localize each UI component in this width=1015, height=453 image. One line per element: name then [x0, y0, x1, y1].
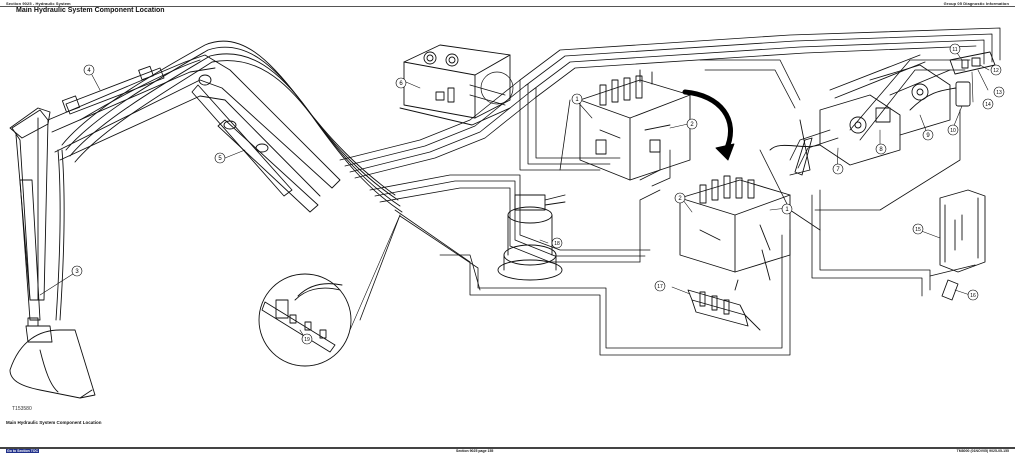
callout-2-lower: 2 — [674, 192, 686, 204]
callout-13: 13 — [993, 86, 1005, 98]
swing-motor — [497, 194, 566, 281]
callout-7: 7 — [832, 163, 844, 175]
boom-arm-assembly — [9, 40, 403, 399]
callout-leaders — [39, 49, 990, 339]
callout-14: 14 — [982, 98, 994, 110]
footer-divider — [0, 447, 1015, 449]
callout-1-lower: 1 — [781, 203, 793, 215]
callout-18: 18 — [551, 237, 563, 249]
figure-caption: Main Hydraulic System Component Location — [6, 420, 102, 425]
hydraulic-system-diagram: 1 2 3 4 5 6 7 8 9 10 11 12 13 14 15 16 1… — [9, 27, 1005, 399]
svg-text:2: 2 — [678, 196, 682, 202]
svg-text:10: 10 — [950, 128, 956, 134]
callout-6: 6 — [395, 77, 407, 89]
svg-text:6: 6 — [399, 81, 403, 87]
svg-text:13: 13 — [996, 90, 1002, 96]
svg-text:2: 2 — [690, 122, 694, 128]
page-title: Main Hydraulic System Component Location — [16, 7, 165, 14]
svg-text:9: 9 — [926, 133, 930, 139]
header-divider — [0, 6, 1015, 7]
control-valve-lower — [679, 175, 791, 281]
callout-15: 15 — [912, 223, 924, 235]
callout-17: 17 — [654, 280, 666, 292]
callout-12: 12 — [990, 64, 1002, 76]
svg-text:4: 4 — [87, 68, 91, 74]
header-section-label: Section 9025 - Hydraulic System — [6, 1, 71, 6]
callout-5: 5 — [214, 152, 226, 164]
svg-text:7: 7 — [836, 167, 840, 173]
svg-text:16: 16 — [970, 293, 976, 299]
callout-8: 8 — [875, 143, 887, 155]
svg-text:11: 11 — [952, 47, 957, 53]
footer-doc-label: TM8000 (01NOV05) 9025-05-155 — [956, 449, 1009, 453]
svg-text:15: 15 — [915, 227, 921, 233]
figure-reference: T153580 — [12, 406, 32, 412]
callout-16: 16 — [967, 289, 979, 301]
callout-3: 3 — [71, 265, 83, 277]
callout-10: 10 — [947, 124, 959, 136]
svg-text:17: 17 — [657, 284, 663, 290]
svg-text:19: 19 — [304, 337, 310, 343]
callout-19: 19 — [301, 333, 313, 345]
svg-text:14: 14 — [985, 102, 991, 108]
svg-text:1: 1 — [785, 207, 789, 213]
callout-bubbles: 1 2 3 4 5 6 7 8 9 10 11 12 13 14 15 16 1… — [71, 43, 1005, 345]
fitting-detail-circle — [258, 214, 401, 367]
oil-cooler — [929, 189, 986, 301]
hydraulic-pump-assembly — [769, 54, 951, 176]
hydraulic-reservoir — [399, 44, 514, 126]
footer-toc-link[interactable]: Go to Section TOC — [6, 449, 40, 453]
svg-text:3: 3 — [75, 269, 79, 275]
footer-page-label: Section 9025 page 155 — [456, 449, 494, 453]
header-manual-label: Group 05 Diagnostic Information — [943, 1, 1009, 6]
callout-9: 9 — [922, 129, 934, 141]
callout-11: 11 — [949, 43, 961, 55]
callout-4: 4 — [83, 64, 95, 76]
pilot-manifold — [687, 279, 761, 331]
pilot-filter-and-solenoids — [889, 51, 996, 111]
control-valve-upper — [579, 69, 691, 181]
rotate-view-arrow — [682, 89, 735, 161]
svg-text:18: 18 — [554, 241, 560, 247]
svg-text:5: 5 — [218, 156, 222, 162]
callout-2-upper: 2 — [686, 118, 698, 130]
hydraulic-lines — [339, 27, 1001, 356]
svg-text:1: 1 — [575, 97, 579, 103]
callout-1-upper: 1 — [571, 93, 583, 105]
svg-text:8: 8 — [879, 147, 883, 153]
svg-text:12: 12 — [993, 68, 999, 74]
